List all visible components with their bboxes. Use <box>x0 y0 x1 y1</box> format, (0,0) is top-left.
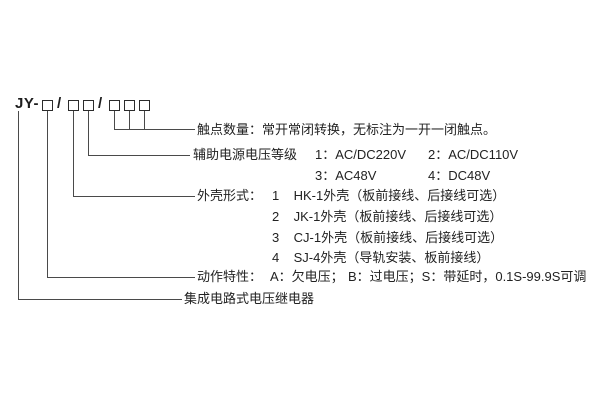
connector-action-hline <box>47 277 195 278</box>
contacts-callout: 触点数量：常开常闭转换，无标注为一开一闭触点。 <box>197 122 497 137</box>
aux-power-option-3: 3：AC48V <box>315 168 377 183</box>
connector-contacts-hline <box>114 129 195 130</box>
model-box-contact-3 <box>139 100 150 111</box>
enclosure-option-3-desc: CJ-1外壳（板前接线、后接线可选） <box>293 230 504 245</box>
enclosure-option-1-number: 1 <box>272 188 280 203</box>
action-option-b: B：过电压； <box>348 269 422 284</box>
connector-family-vline <box>18 111 19 299</box>
model-box-contact-2 <box>124 100 135 111</box>
enclosure-option-1-desc: HK-1外壳（板前接线、后接线可选） <box>293 188 506 203</box>
model-box-action <box>42 100 53 111</box>
model-prefix: JY- <box>15 95 40 112</box>
connector-contact1-vline <box>114 111 115 129</box>
model-separator-2: / <box>98 95 103 112</box>
aux-power-label: 辅助电源电压等级 <box>193 147 298 162</box>
model-box-aux-voltage <box>83 100 94 111</box>
enclosure-option-4-number: 4 <box>272 250 280 265</box>
action-label: 动作特性： <box>197 269 263 284</box>
aux-power-option-2: 2：AC/DC110V <box>428 147 519 162</box>
enclosure-option-2: 2 JK-1外壳（板前接线、后接线可选） <box>272 209 502 225</box>
connector-aux-vline <box>88 111 89 155</box>
aux-power-option-1: 1：AC/DC220V <box>315 147 407 162</box>
enclosure-option-3-number: 3 <box>272 230 280 245</box>
model-box-enclosure <box>68 100 79 111</box>
model-box-contact-1 <box>109 100 120 111</box>
enclosure-option-3: 3 CJ-1外壳（板前接线、后接线可选） <box>272 230 503 246</box>
enclosure-option-4-desc: SJ-4外壳（导轨安装、板前接线） <box>293 250 490 265</box>
enclosure-label: 外壳形式： <box>197 188 263 203</box>
enclosure-option-2-number: 2 <box>272 209 280 224</box>
family-callout: 集成电路式电压继电器 <box>184 291 315 306</box>
action-options-bs: B：过电压；S：带延时，0.1S-99.9S可调 <box>348 269 586 285</box>
connector-enclosure-vline <box>73 111 74 196</box>
connector-family-hline <box>18 299 182 300</box>
action-option-s: S：带延时，0.1S-99.9S可调 <box>421 269 587 284</box>
connector-aux-hline <box>88 155 190 156</box>
connector-contact3-vline <box>144 111 145 129</box>
connector-action-vline <box>47 111 48 277</box>
action-option-a: A：欠电压； <box>270 269 344 284</box>
enclosure-option-4: 4 SJ-4外壳（导轨安装、板前接线） <box>272 250 489 266</box>
aux-power-option-4: 4：DC48V <box>428 168 491 183</box>
connector-contact2-vline <box>129 111 130 129</box>
enclosure-option-2-desc: JK-1外壳（板前接线、后接线可选） <box>293 209 503 224</box>
model-separator-1: / <box>57 95 62 112</box>
connector-enclosure-hline <box>73 196 195 197</box>
enclosure-option-1: 1 HK-1外壳（板前接线、后接线可选） <box>272 188 505 204</box>
